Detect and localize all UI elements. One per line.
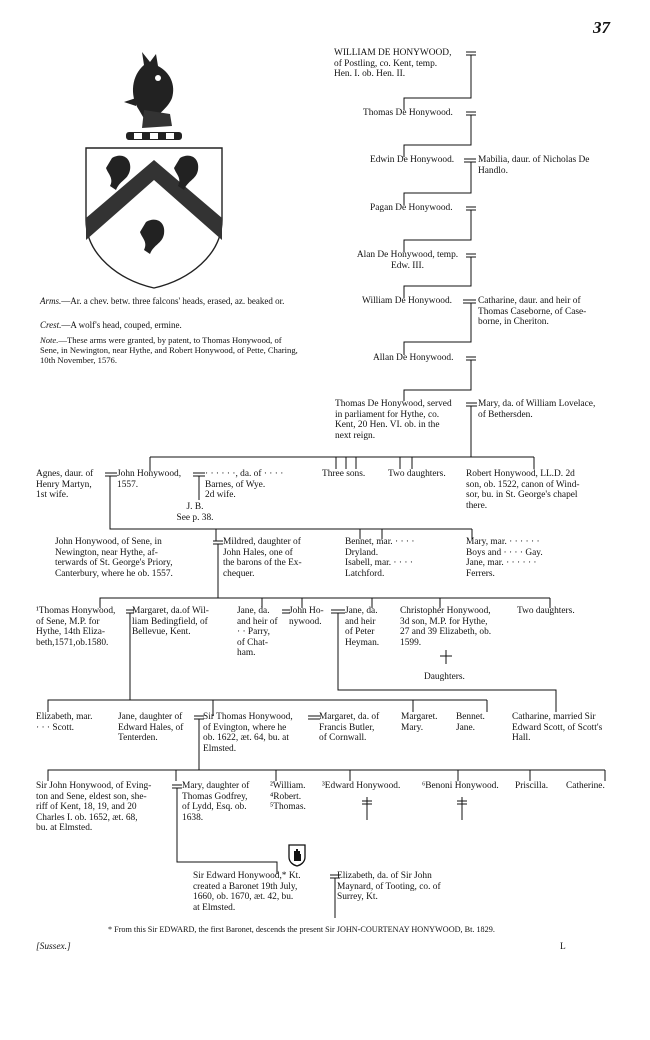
person-william-de-honywood: WILLIAM DE HONYWOOD, of Postling, co. Ke… — [334, 48, 452, 80]
baronet-hand-badge-icon — [288, 844, 306, 867]
person-benoni-honywood: ⁶Benoni Honywood. — [422, 781, 499, 791]
person-elizabeth-maynard: Elizabeth, da. of Sir John Maynard, of T… — [337, 871, 441, 903]
note-daughters: Daughters. — [424, 672, 465, 682]
person-mildred-hales: Mildred, daughter of John Hales, one of … — [223, 537, 302, 579]
note-two-daughters-2: Two daughters. — [517, 606, 575, 616]
person-pagan-de-honywood: Pagan De Honywood. — [370, 203, 453, 213]
person-catherine: Catherine. — [566, 781, 605, 791]
footnote: * From this Sir EDWARD, the first Barone… — [108, 925, 495, 934]
person-jane-heyman: Jane, da. and heir of Peter Heyman. — [345, 606, 380, 648]
person-thomas-mp-hythe: Thomas De Honywood, served in parliament… — [335, 399, 452, 441]
footer-signature: L — [560, 942, 566, 952]
person-bennet-isabell: Bennet, mar. · · · · Dryland. Isabell, m… — [345, 537, 415, 579]
note-three-sons: Three sons. — [322, 469, 366, 479]
person-robert-honywood-lld: Robert Honywood, LL.D. 2d son, ob. 1522,… — [466, 469, 580, 511]
person-edward-honywood: ³Edward Honywood. — [322, 781, 401, 791]
person-margaret-bedingfield: Margaret, da.of Wil- liam Bedingfield, o… — [132, 606, 209, 638]
person-bennet-jane: Bennet. Jane. — [456, 712, 485, 733]
person-william-robert-thomas: ²William. ⁴Robert. ⁵Thomas. — [270, 781, 306, 813]
arms-label: Arms. — [40, 296, 62, 306]
person-priscilla: Priscilla. — [515, 781, 549, 791]
arms-description: Arms.—Ar. a chev. betw. three falcons' h… — [40, 296, 302, 307]
person-margaret-butler: Margaret, da. of Francis Butler, of Corn… — [319, 712, 380, 744]
person-elizabeth-scott: Elizabeth, mar. · · · Scott. — [36, 712, 93, 733]
person-agnes-martyn: Agnes, daur. of Henry Martyn, 1st wife. — [36, 469, 94, 501]
person-mabilia: Mabilia, daur. of Nicholas De Handlo. — [478, 155, 590, 176]
page-number: 37 — [593, 18, 610, 37]
person-catharine-scott: Catharine, married Sir Edward Scott, of … — [512, 712, 603, 744]
person-mary-jane: Mary, mar. · · · · · · Boys and · · · · … — [466, 537, 543, 579]
person-mary-godfrey: Mary, daughter of Thomas Godfrey, of Lyd… — [182, 781, 250, 823]
person-allan-de-honywood: Allan De Honywood. — [373, 353, 454, 363]
coat-of-arms — [85, 52, 223, 289]
wolf-head-crest-icon — [124, 52, 174, 128]
person-jane-hales: Jane, daughter of Edward Hales, of Tente… — [118, 712, 184, 744]
person-john-honywood-1557: John Honywood, 1557. — [117, 469, 182, 490]
note-label: Note. — [40, 335, 59, 345]
footer-section: [Sussex.] — [36, 942, 71, 952]
person-alan-de-honywood: Alan De Honywood, temp. Edw. III. — [356, 250, 459, 271]
reference-jb-p38: J. B. See p. 38. — [176, 502, 214, 523]
person-sir-edward-honywood: Sir Edward Honywood,* Kt. created a Baro… — [193, 871, 301, 913]
person-thomas-honywood-sene: ¹Thomas Honywood, of Sene, M.P. for Hyth… — [36, 606, 116, 648]
note-text: —These arms were granted, by patent, to … — [40, 335, 298, 365]
person-jane-parry: Jane, da. and heir of · · Parry, of Chat… — [237, 606, 278, 659]
note-two-daughters: Two daughters. — [388, 469, 446, 479]
grant-note: Note.—These arms were granted, by patent… — [40, 335, 302, 365]
crest-description: Crest.—A wolf's head, couped, ermine. — [40, 320, 302, 331]
person-second-wife-barnes: · · · · · ·, da. of · · · · Barnes, of W… — [205, 469, 284, 501]
person-thomas-de-honywood: Thomas De Honywood. — [363, 108, 453, 118]
arms-text: —Ar. a chev. betw. three falcons' heads,… — [61, 296, 285, 306]
person-mary-lovelace: Mary, da. of William Lovelace, of Bether… — [478, 399, 596, 420]
person-william-de-honywood-2: William De Honywood. — [362, 296, 452, 306]
person-john-honywood-sene: John Honywood, of Sene, in Newington, ne… — [55, 537, 173, 579]
person-christopher-honywood: Christopher Honywood, 3d son, M.P. for H… — [400, 606, 492, 648]
person-catharine-caseborne: Catharine, daur. and heir of Thomas Case… — [478, 296, 587, 328]
crest-label: Crest. — [40, 320, 62, 330]
person-sir-thomas-honywood: Sir Thomas Honywood, of Evington, where … — [203, 712, 293, 754]
person-john-honywood-3: John Ho- nywood. — [289, 606, 324, 627]
person-margaret-mary: Margaret. Mary. — [401, 712, 438, 733]
person-edwin-de-honywood: Edwin De Honywood. — [370, 155, 455, 165]
crest-text: —A wolf's head, couped, ermine. — [61, 320, 182, 330]
person-sir-john-honywood: Sir John Honywood, of Eving- ton and Sen… — [36, 781, 152, 834]
